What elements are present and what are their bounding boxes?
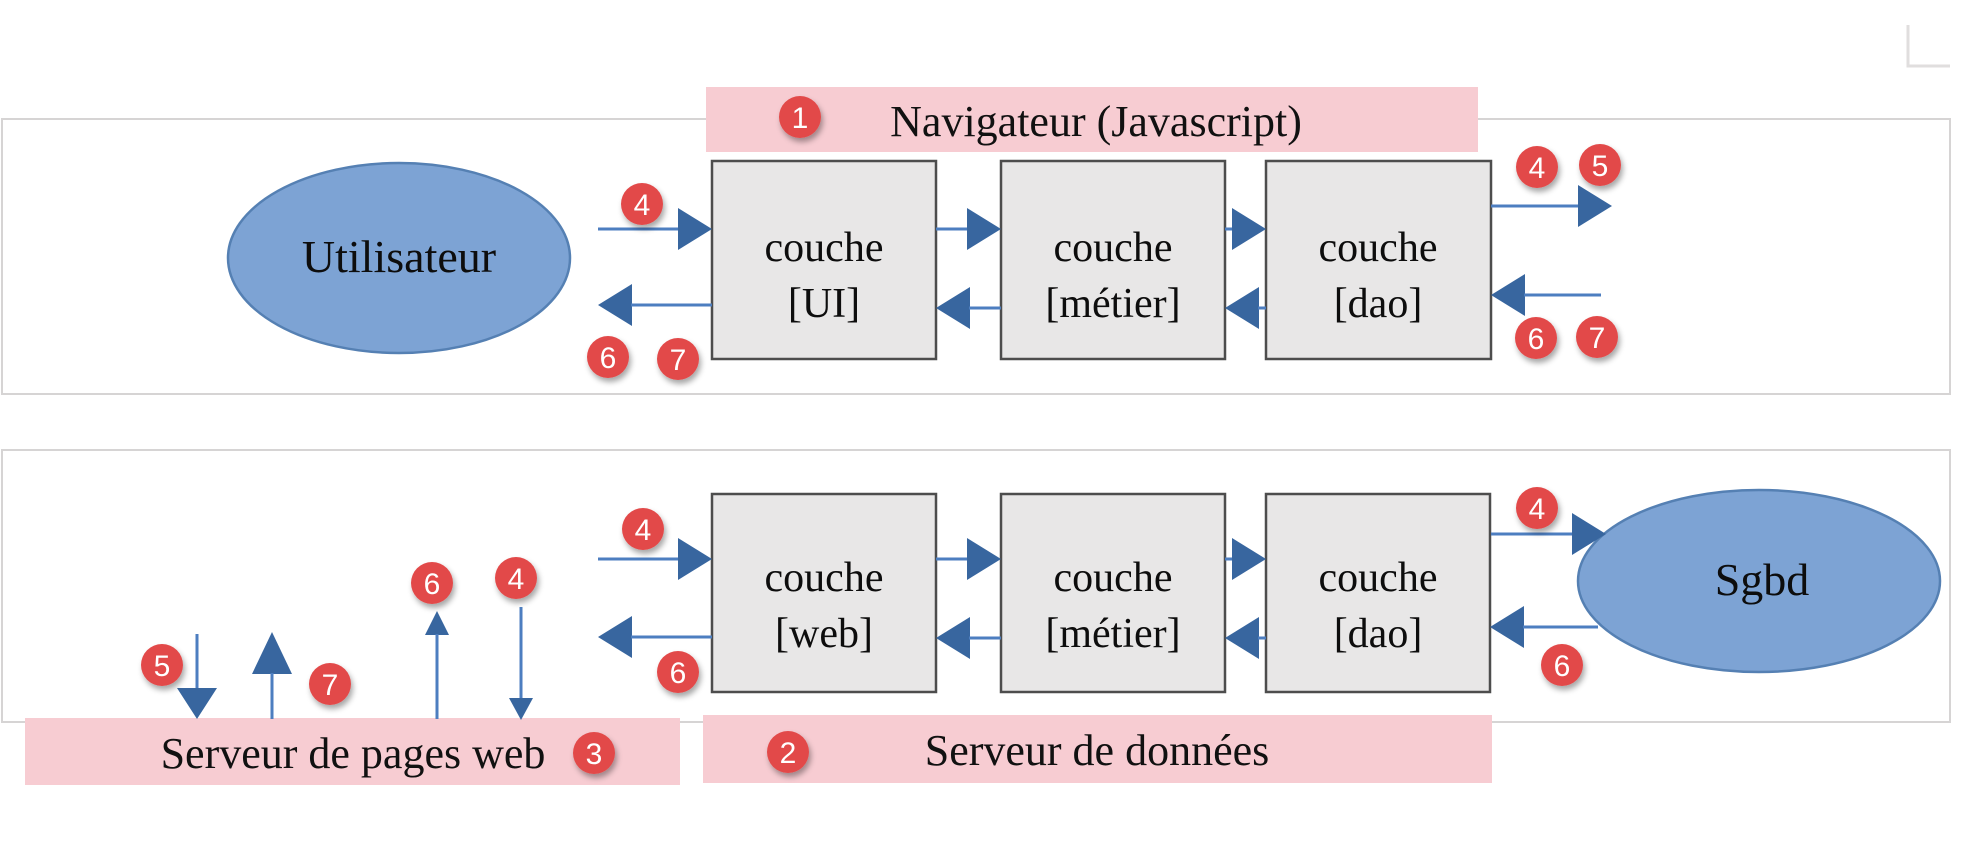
data-server-band-label: Serveur de données [925, 726, 1270, 775]
arrow-metier-to-dao-bottom [1225, 538, 1266, 580]
step-badge-sgbd-out-6: 6 [1541, 644, 1583, 686]
arrow-ui-to-user-return [598, 284, 712, 326]
svg-text:1: 1 [792, 102, 809, 135]
arrow-into-dao-top-from-right [1491, 274, 1601, 316]
layer-box-web-line1: couche [765, 555, 884, 601]
step-badge-web-band-3: 3 [573, 732, 615, 774]
arrow-down-to-web-server-big [177, 634, 217, 719]
svg-text:2: 2 [780, 737, 797, 770]
layer-box-metier-top: couche [métier] [999, 159, 1227, 361]
layer-box-metier-bottom: couche [métier] [999, 492, 1227, 694]
layer-box-metier-top-line1: couche [1054, 225, 1173, 271]
arrow-metier-to-dao-top [1225, 208, 1266, 250]
arrow-dao-to-metier-return-top [1225, 287, 1266, 329]
step-badge-ui-return-7: 7 [657, 338, 699, 380]
step-badge-ui-return-6: 6 [587, 336, 629, 378]
step-badge-webserver-5: 5 [141, 644, 183, 686]
layer-box-ui-line1: couche [765, 225, 884, 271]
step-badge-webserver-7: 7 [309, 663, 351, 705]
step-badge-sgbd-in-4: 4 [1516, 487, 1558, 529]
web-server-band [25, 718, 680, 785]
svg-text:5: 5 [1592, 150, 1609, 183]
svg-text:7: 7 [1589, 322, 1606, 355]
arrow-up-from-web-server-thin [425, 611, 449, 719]
user-ellipse [226, 161, 572, 355]
arrow-web-to-metier [936, 538, 1001, 580]
arrow-dao-top-out-right [1491, 185, 1612, 227]
navigator-band [706, 87, 1478, 152]
layer-box-dao-bottom: couche [dao] [1264, 492, 1492, 694]
layer-box-dao-bottom-line2: [dao] [1334, 611, 1423, 657]
step-badge-dao-top-in-6: 6 [1515, 317, 1557, 359]
step-badge-data-band-2: 2 [767, 731, 809, 773]
arrow-up-from-web-server-big [252, 632, 292, 719]
svg-text:4: 4 [635, 514, 652, 547]
svg-text:4: 4 [1529, 152, 1546, 185]
step-badge-user-request: 4 [621, 183, 663, 225]
step-badge-web-out-6: 6 [657, 651, 699, 693]
layer-box-dao-bottom-line1: couche [1319, 555, 1438, 601]
arrow-into-web [598, 538, 712, 580]
layer-box-ui: couche [UI] [710, 159, 938, 361]
arrow-web-out-left-return [598, 616, 712, 658]
layer-box-metier-top-line2: [métier] [1045, 281, 1180, 327]
step-badge-dao-top-in-7: 7 [1576, 316, 1618, 358]
data-server-band [703, 715, 1492, 783]
arrow-dao-to-metier-return-bottom [1225, 617, 1266, 659]
step-badge-webserver-6: 6 [411, 562, 453, 604]
svg-text:6: 6 [600, 342, 617, 375]
sgbd-node: Sgbd [1576, 488, 1942, 674]
svg-text:7: 7 [322, 669, 339, 702]
arrow-user-to-ui [598, 208, 712, 250]
sgbd-label: Sgbd [1715, 554, 1810, 605]
user-node: Utilisateur [226, 161, 572, 355]
layer-box-metier-bottom-line2: [métier] [1045, 611, 1180, 657]
svg-text:6: 6 [1554, 650, 1571, 683]
layer-box-dao-top-line1: couche [1319, 225, 1438, 271]
navigator-band-label: Navigateur (Javascript) [890, 97, 1302, 146]
layer-box-metier-bottom-line1: couche [1054, 555, 1173, 601]
arrow-sgbd-to-dao-return [1490, 606, 1598, 648]
svg-text:6: 6 [424, 568, 441, 601]
arrow-down-to-web-server-thin [509, 607, 533, 720]
layer-box-dao-top: couche [dao] [1264, 159, 1493, 361]
arrow-metier-to-web-return [936, 617, 1001, 659]
svg-text:5: 5 [154, 650, 171, 683]
step-badge-dao-top-out-5: 5 [1579, 144, 1621, 186]
layer-box-web: couche [web] [710, 492, 938, 694]
step-badge-navigator: 1 [779, 96, 821, 138]
svg-text:3: 3 [586, 738, 603, 771]
step-badge-dao-top-out-4: 4 [1516, 146, 1558, 188]
layer-box-web-line2: [web] [775, 611, 873, 657]
arrow-dao-to-sgbd [1491, 513, 1606, 555]
layer-box-dao-top-line2: [dao] [1334, 281, 1423, 327]
svg-text:7: 7 [670, 344, 687, 377]
step-badge-web-in-4: 4 [622, 508, 664, 550]
user-label: Utilisateur [302, 231, 496, 282]
page-corner-mark [1906, 25, 1950, 68]
layer-box-ui-line2: [UI] [788, 281, 860, 327]
step-badge-webserver-4: 4 [495, 557, 537, 599]
svg-text:4: 4 [634, 189, 651, 222]
web-server-band-label: Serveur de pages web [161, 729, 546, 778]
arrow-ui-to-metier-top [936, 208, 1001, 250]
svg-text:4: 4 [508, 563, 525, 596]
svg-text:4: 4 [1529, 493, 1546, 526]
sgbd-ellipse [1576, 488, 1942, 674]
svg-text:6: 6 [1528, 323, 1545, 356]
arrow-metier-to-ui-return [936, 287, 1001, 329]
svg-text:6: 6 [670, 657, 687, 690]
